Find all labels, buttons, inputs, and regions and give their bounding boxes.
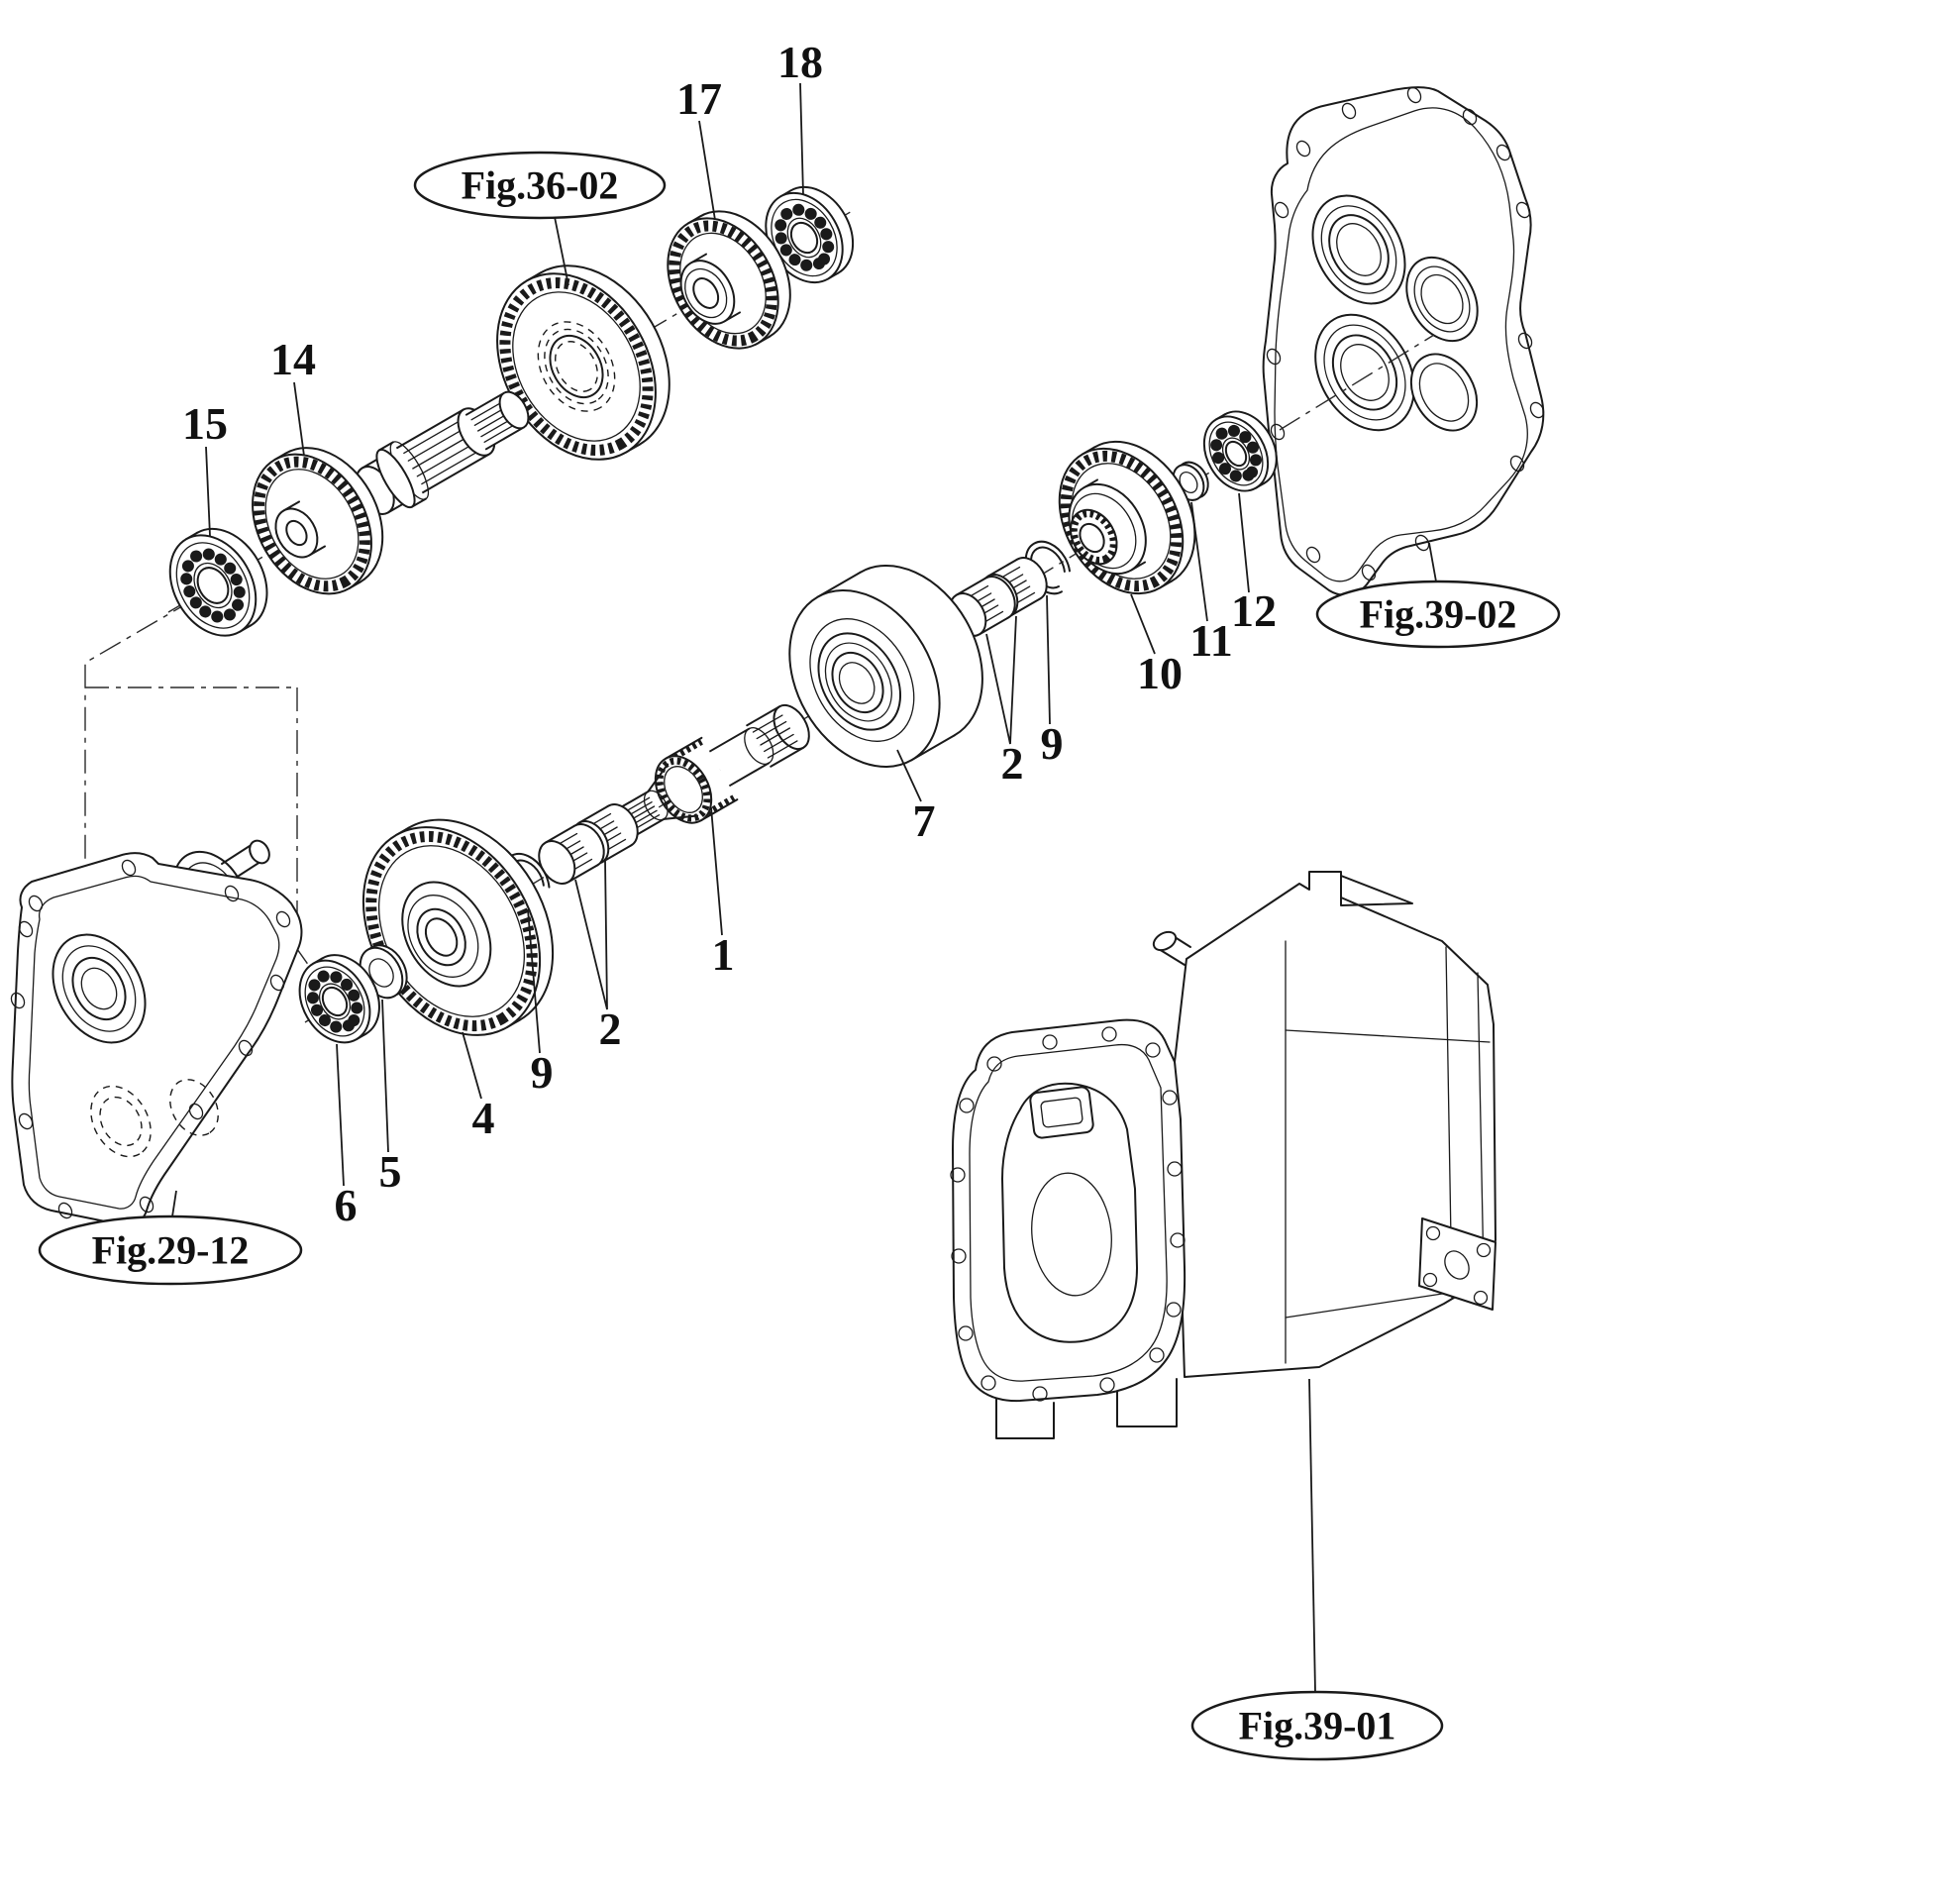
callout-7: 7	[913, 795, 936, 846]
leader-1	[710, 806, 723, 936]
callout-15: 15	[182, 398, 228, 449]
leader-12	[1238, 492, 1250, 593]
bearing-18	[765, 185, 855, 284]
fig-ref-39-01[interactable]: Fig.39-01	[1190, 1690, 1444, 1761]
rear-cover-bolt-holes	[1266, 86, 1545, 581]
callout-18: 18	[777, 37, 823, 87]
rear-cover-housing	[1262, 86, 1545, 596]
callout-2-upper: 2	[1001, 738, 1024, 789]
fig-ref-39-02[interactable]: Fig.39-02	[1315, 580, 1561, 649]
fig-ref-29-12-label[interactable]: Fig.29-12	[92, 1228, 250, 1273]
centerline-into-rear-cover	[1279, 334, 1435, 431]
fig-ref-36-02[interactable]: Fig.36-02	[413, 151, 667, 220]
main-case-housing	[950, 871, 1496, 1439]
part-callouts: 18 17 14 15 12 11 10 9 2 7 1 2 9 4 5 6	[182, 37, 1277, 1230]
callout-12: 12	[1231, 585, 1277, 636]
leader-17	[698, 120, 716, 221]
washer-5	[359, 944, 408, 1000]
bearing-15	[168, 527, 268, 637]
countershaft	[355, 390, 530, 515]
leader-18	[799, 82, 804, 196]
callout-9-upper: 9	[1041, 718, 1064, 769]
leader-fig-39-01	[1308, 1378, 1316, 1693]
gear-fig36-02	[496, 264, 671, 461]
bearing-6	[298, 954, 380, 1044]
roller-bearing-2-upper-front	[949, 576, 1016, 637]
callout-10: 10	[1137, 648, 1183, 698]
clutch-housing-7	[788, 564, 983, 769]
fig-ref-29-12[interactable]: Fig.29-12	[38, 1214, 303, 1286]
leader-fig-36-02	[554, 216, 569, 286]
gear-17	[667, 210, 791, 350]
leader-fig-29-12	[171, 1190, 177, 1217]
callout-14: 14	[270, 334, 316, 384]
leader-9-lower	[527, 908, 541, 1054]
front-cover-housing	[10, 839, 303, 1227]
callout-11: 11	[1189, 615, 1232, 666]
leader-6	[336, 1043, 345, 1187]
leader-5	[381, 999, 389, 1153]
leader-4	[462, 1031, 482, 1100]
gear-10	[1058, 440, 1196, 595]
leader-14	[293, 381, 305, 457]
bearing-12	[1202, 410, 1278, 492]
leader-2-lower	[574, 859, 608, 1010]
roller-bearing-2-lower-front	[538, 823, 605, 885]
fig-ref-36-02-label[interactable]: Fig.36-02	[462, 163, 619, 208]
callout-9-lower: 9	[531, 1047, 554, 1098]
callout-2-lower: 2	[599, 1003, 622, 1054]
gear-4	[361, 818, 555, 1036]
gear-14	[252, 447, 384, 595]
leader-11	[1190, 501, 1208, 622]
leader-9-upper	[1046, 594, 1051, 725]
leader-10	[1130, 593, 1156, 655]
callout-4: 4	[472, 1093, 495, 1143]
fig-ref-39-01-label[interactable]: Fig.39-01	[1239, 1704, 1396, 1748]
washer-11	[1172, 461, 1209, 501]
callout-17: 17	[676, 73, 722, 124]
callout-5: 5	[379, 1146, 402, 1197]
callout-1: 1	[712, 929, 735, 980]
front-cover-bolt-holes	[10, 859, 291, 1219]
case-flange-bolt-holes	[950, 1026, 1186, 1402]
leader-15	[205, 446, 211, 537]
leader-2-upper	[985, 615, 1017, 745]
leader-7	[896, 749, 922, 802]
main-shaft-1	[610, 703, 810, 840]
leader-lines	[171, 82, 1437, 1693]
leader-fig-39-02	[1428, 542, 1437, 582]
callout-6: 6	[335, 1180, 358, 1230]
fig-ref-39-02-label[interactable]: Fig.39-02	[1360, 592, 1517, 637]
